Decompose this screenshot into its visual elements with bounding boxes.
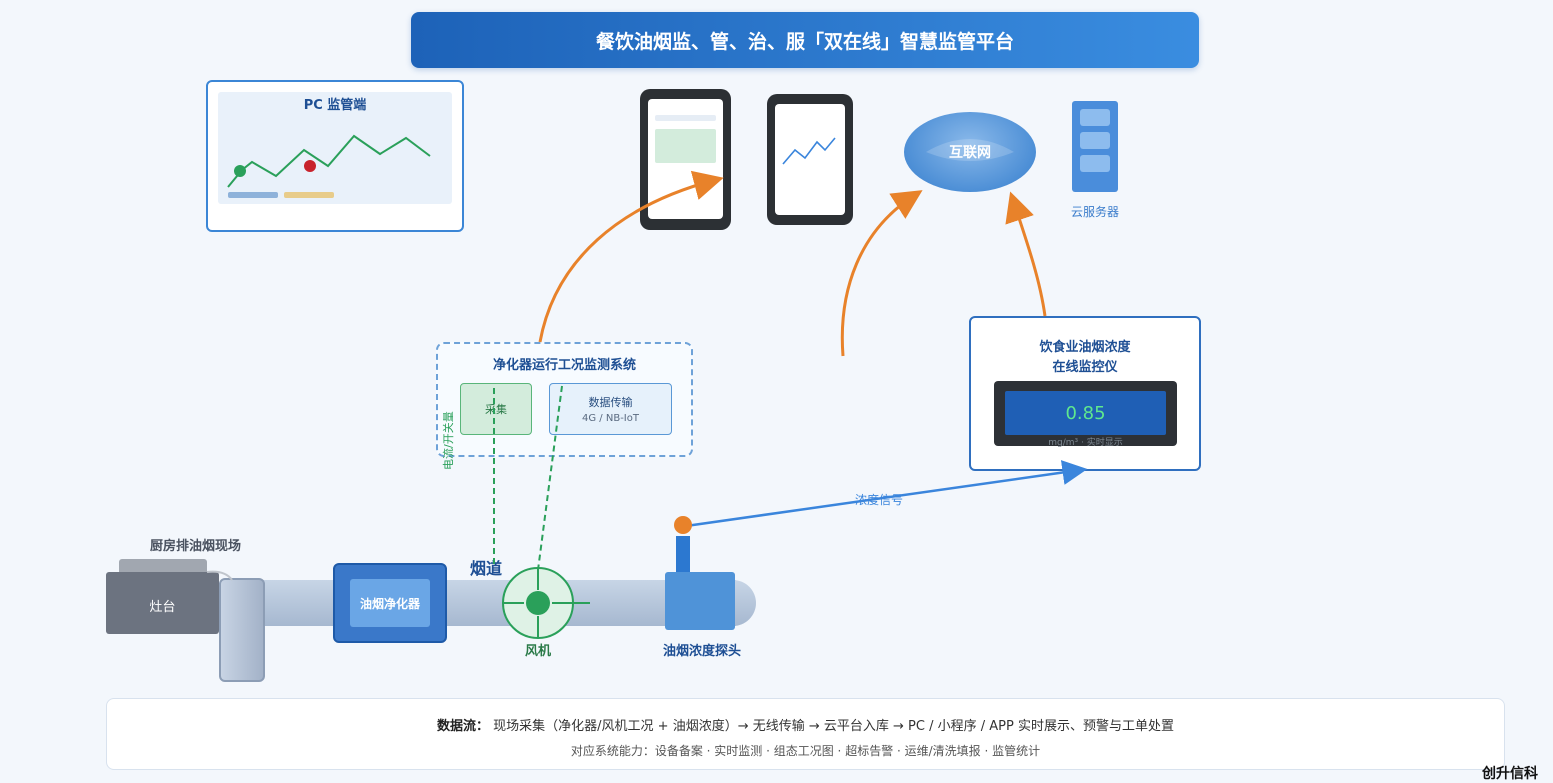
- vertical-duct: [219, 578, 265, 682]
- phone-header-bar: [655, 115, 716, 121]
- smoke-concentration-monitor: 饮食业油烟浓度 在线监控仪 0.85 mg/m³ · 实时显示: [969, 316, 1201, 471]
- probe-head-icon: [674, 516, 692, 534]
- signal-label: 浓度信号: [855, 493, 904, 507]
- fan-icon: [502, 567, 590, 639]
- concentration-reading: 0.85: [1005, 391, 1166, 435]
- app-phone: [767, 94, 853, 225]
- server-slot: [1080, 155, 1110, 172]
- instrument-title-line1: 饮食业油烟浓度: [1039, 340, 1131, 355]
- transfer-module: 数据传输 4G / NB-IoT: [549, 383, 672, 435]
- purifier-label: 油烟净化器: [350, 579, 430, 627]
- pc-screen: PC 监管端: [218, 92, 452, 204]
- data-flow-text: 现场采集（净化器/风机工况 + 油烟浓度）→ 无线传输 → 云平台入库 → PC…: [493, 719, 1174, 734]
- instrument-display: 0.85 mg/m³ · 实时显示: [994, 381, 1177, 448]
- mini-program-phone: [640, 89, 731, 230]
- server-slot: [1080, 109, 1110, 126]
- server-label: 云服务器: [1070, 205, 1119, 219]
- instrument-title-line2: 在线监控仪: [1052, 360, 1118, 375]
- phone-content-block: [655, 129, 716, 163]
- pc-title: PC 监管端: [303, 98, 367, 113]
- transfer-sensor-line: [537, 385, 563, 571]
- stove-label: 灶台: [149, 600, 176, 615]
- probe-stick: [676, 536, 690, 576]
- smoke-purifier: 油烟净化器: [333, 563, 447, 643]
- transfer-protocol: 4G / NB-IoT: [582, 413, 639, 424]
- data-flow-line: 数据流： 现场采集（净化器/风机工况 + 油烟浓度）→ 无线传输 → 云平台入库…: [107, 715, 1504, 734]
- server-slot: [1080, 132, 1110, 149]
- probe-label: 油烟浓度探头: [662, 644, 741, 659]
- transfer-title: 数据传输: [588, 396, 633, 409]
- concentration-signal-line: [685, 460, 1088, 528]
- current-switch-label: 电流/开关量: [442, 411, 455, 470]
- data-flow-footer: 数据流： 现场采集（净化器/风机工况 + 油烟浓度）→ 无线传输 → 云平台入库…: [106, 698, 1505, 770]
- capabilities-line: 对应系统能力：设备备案 · 实时监测 · 组态工况图 · 超标告警 · 运维/清…: [570, 744, 1041, 758]
- internet-cloud: 互联网: [904, 112, 1036, 192]
- arrow-to-mini-program: [538, 170, 724, 343]
- fan-label: 风机: [524, 644, 551, 659]
- data-flow-label: 数据流：: [437, 719, 490, 734]
- stove-hood-curve: [206, 570, 233, 581]
- internet-label: 互联网: [949, 145, 991, 161]
- cloud-server-icon: [1072, 101, 1118, 192]
- monitor-system-title: 净化器运行工况监测系统: [492, 358, 636, 373]
- purifier-monitor-system: 净化器运行工况监测系统 采集 数据传输 4G / NB-IoT: [436, 342, 693, 457]
- smoke-duct: [240, 580, 736, 626]
- stove: 灶台: [106, 572, 219, 634]
- cloud-shape-icon: [926, 139, 1014, 161]
- pc-monitor-card: PC 监管端: [206, 80, 464, 232]
- arrow-to-internet: [840, 190, 923, 357]
- app-trend-chart-icon: [782, 137, 836, 165]
- watermark: 创升信科: [1482, 766, 1538, 782]
- probe-body: [665, 572, 735, 630]
- reading-unit: mg/m³ · 实时显示: [1048, 438, 1123, 448]
- page-title: 餐饮油烟监、管、治、服「双在线」智慧监管平台: [411, 12, 1199, 68]
- collect-module: 采集: [460, 383, 532, 435]
- pc-line-chart-icon: [227, 134, 431, 198]
- arrow-instrument-to-server: [1005, 191, 1047, 317]
- site-title: 厨房排油烟现场: [150, 539, 242, 554]
- phone-screen: [775, 104, 845, 215]
